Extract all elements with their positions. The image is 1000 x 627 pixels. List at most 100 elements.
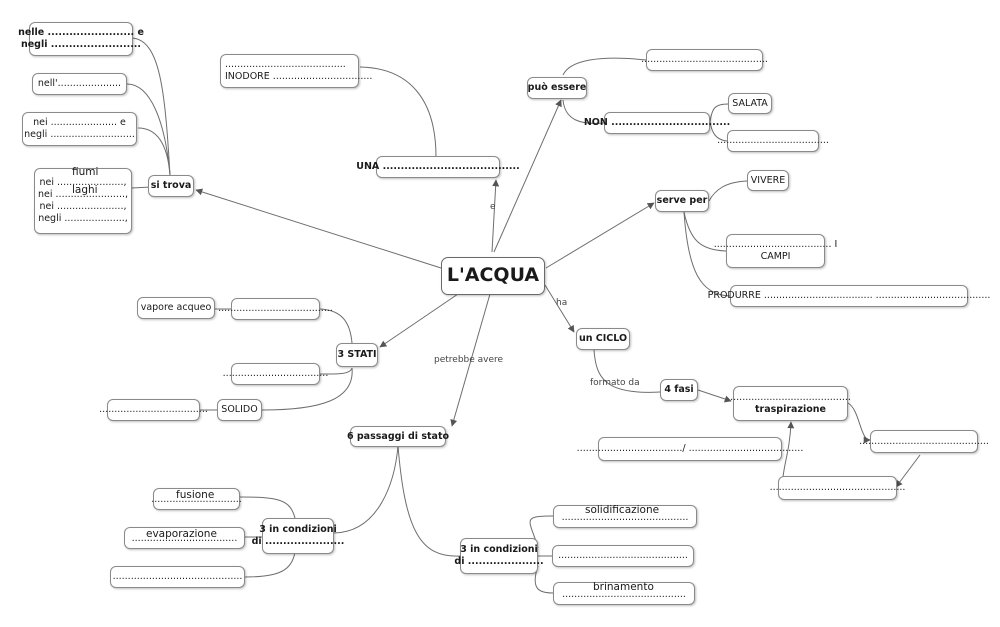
link-label-ha: ha — [556, 298, 568, 308]
fusione-line: .............................. — [151, 494, 242, 506]
fusione-node[interactable]: .............................. — [151, 488, 242, 510]
left-third-text: ........................................… — [112, 571, 243, 583]
puo-essere-top-text: ........................................… — [641, 54, 768, 66]
puo-essere-bottom-text: ..................................... — [717, 135, 829, 147]
puo-essere-node[interactable]: può essere — [527, 77, 587, 99]
inodore-line1: ........................................ — [225, 59, 346, 71]
produrre-text: PRODURRE ...............................… — [707, 290, 991, 302]
brinamento-line: ........................................… — [562, 589, 686, 601]
ciclo-right-text: ........................................… — [859, 435, 989, 447]
nelle-node[interactable]: nelle ........................ e negli .… — [18, 22, 144, 56]
fiumi-box-line3: nei ......................, — [39, 201, 127, 212]
central-node[interactable]: L'ACQUA — [441, 257, 545, 295]
3-stati-label: 3 STATI — [337, 349, 377, 361]
nelle-line2: negli ......................... — [20, 39, 142, 50]
serve-per-label: serve per — [656, 195, 708, 207]
right-middle-text: ........................................… — [558, 550, 688, 562]
link-serve-per — [545, 202, 655, 269]
evaporazione-node[interactable]: ................................... — [124, 527, 245, 549]
solidificazione-overlay: solidificazione — [585, 504, 660, 516]
left-condizioni-line2: di ...................... — [251, 536, 345, 547]
ciclo-bottom-node[interactable]: ........................................… — [770, 476, 905, 500]
nell-node[interactable]: nell'..................... — [32, 73, 127, 95]
fiumi-overlay: fiumi — [72, 166, 99, 178]
right-middle-node[interactable]: ........................................… — [552, 545, 694, 567]
solido-node[interactable]: SOLIDO — [217, 399, 262, 421]
non-node[interactable]: NON ................................. — [584, 112, 730, 134]
nei-node[interactable]: nei ...................... e negli .....… — [22, 112, 137, 146]
si-trova-label: si trova — [150, 180, 192, 192]
vivere-text: VIVERE — [750, 174, 786, 186]
6-passaggi-label: 6 passaggi di stato — [346, 430, 450, 442]
6-passaggi-node[interactable]: 6 passaggi di stato — [346, 426, 450, 447]
stati-middle-node[interactable]: ................................... — [223, 363, 328, 385]
traspirazione-line2: traspirazione — [755, 403, 826, 415]
vapore-blank-node[interactable]: ...................................... — [218, 298, 333, 320]
stati-middle-text: ................................... — [222, 368, 329, 380]
puo-essere-top-node[interactable]: ........................................… — [641, 49, 768, 71]
campi-line2: CAMPI — [760, 251, 791, 262]
link-si-trova — [195, 188, 442, 269]
traspirazione-line1: ........................................ — [730, 391, 851, 403]
si-trova-node[interactable]: si trova — [148, 175, 194, 197]
right-3-condizioni-node[interactable]: 3 in condizioni di ..................... — [454, 538, 544, 574]
solidificazione-node[interactable]: ........................................… — [553, 505, 697, 528]
4-fasi-label: 4 fasi — [664, 384, 694, 396]
campi-node[interactable]: ....................................... … — [714, 234, 837, 268]
vivere-node[interactable]: VIVERE — [747, 170, 789, 191]
salata-text: SALATA — [732, 97, 768, 109]
ciclo-right-node[interactable]: ........................................… — [859, 430, 989, 453]
brinamento-node[interactable]: ........................................… — [553, 582, 695, 605]
right-condizioni-line1: 3 in condizioni — [460, 544, 538, 556]
left-third-node[interactable]: ........................................… — [110, 566, 245, 588]
central-title: L'ACQUA — [446, 264, 540, 287]
inodore-node[interactable]: ........................................… — [220, 54, 372, 88]
una-node[interactable]: UNA ....................................… — [356, 156, 520, 178]
vapore-blank-text: ...................................... — [218, 303, 333, 315]
ciclo-left-node[interactable]: .................................../ ...… — [577, 437, 803, 461]
3-stati-node[interactable]: 3 STATI — [336, 343, 378, 367]
fiumi-box-line1: nei ......................, — [39, 177, 127, 189]
traspirazione-node[interactable]: ........................................… — [730, 386, 851, 421]
nelle-line1: nelle ........................ e — [18, 27, 144, 39]
solido-text: SOLIDO — [221, 404, 258, 416]
ciclo-left-text: .................................../ ...… — [576, 443, 804, 455]
un-ciclo-label: un CICLO — [578, 333, 628, 345]
right-condizioni-line2: di ..................... — [454, 556, 544, 567]
serve-per-node[interactable]: serve per — [655, 190, 709, 212]
solido-blank-text: .................................... — [99, 404, 208, 416]
ciclo-bottom-text: ........................................… — [769, 482, 906, 494]
produrre-node[interactable]: PRODURRE ...............................… — [708, 285, 990, 307]
solidificazione-line: ........................................… — [561, 512, 689, 524]
non-text: NON ................................. — [583, 117, 731, 129]
link-6-passaggi — [450, 293, 491, 427]
link-una — [491, 179, 500, 253]
fiumi-laghi-node[interactable]: nei ......................, nei ........… — [34, 168, 132, 234]
nei-line1: nei ...................... e — [33, 117, 126, 129]
campi-line1: ....................................... … — [713, 239, 838, 251]
4-fasi-node[interactable]: 4 fasi — [660, 379, 698, 401]
puo-essere-bottom-node[interactable]: ..................................... — [717, 130, 829, 152]
fiumi-box-line2: nei ......................., — [38, 189, 128, 201]
una-text: UNA ....................................… — [356, 161, 520, 173]
link-4-fasi — [593, 349, 661, 393]
vapore-acqueo-node[interactable]: vapore acqueo — [137, 297, 215, 319]
fusione-overlay: fusione — [176, 489, 215, 501]
solido-blank-node[interactable]: .................................... — [99, 399, 208, 421]
laghi-overlay: laghi — [72, 184, 98, 196]
brinamento-overlay: brinamento — [593, 581, 654, 593]
salata-node[interactable]: SALATA — [728, 93, 772, 114]
link-puo-essere — [493, 99, 562, 253]
nei-line2: negli ............................ — [24, 129, 135, 140]
puo-essere-label: può essere — [527, 82, 587, 94]
left-condizioni-line1: 3 in condizioni — [259, 524, 337, 536]
link-label-petrebbe-avere: petrebbe avere — [434, 355, 504, 365]
link-ciclo — [544, 284, 575, 333]
link-label-e: e — [490, 202, 496, 212]
un-ciclo-node[interactable]: un CICLO — [576, 328, 630, 350]
left-3-condizioni-node[interactable]: 3 in condizioni di .....................… — [252, 518, 344, 554]
evaporazione-overlay: evaporazione — [146, 528, 217, 540]
vapore-acqueo-text: vapore acqueo — [140, 302, 212, 314]
fiumi-box-line4: negli ...................., — [38, 212, 128, 224]
link-label-formato-da: formato da — [590, 378, 640, 388]
